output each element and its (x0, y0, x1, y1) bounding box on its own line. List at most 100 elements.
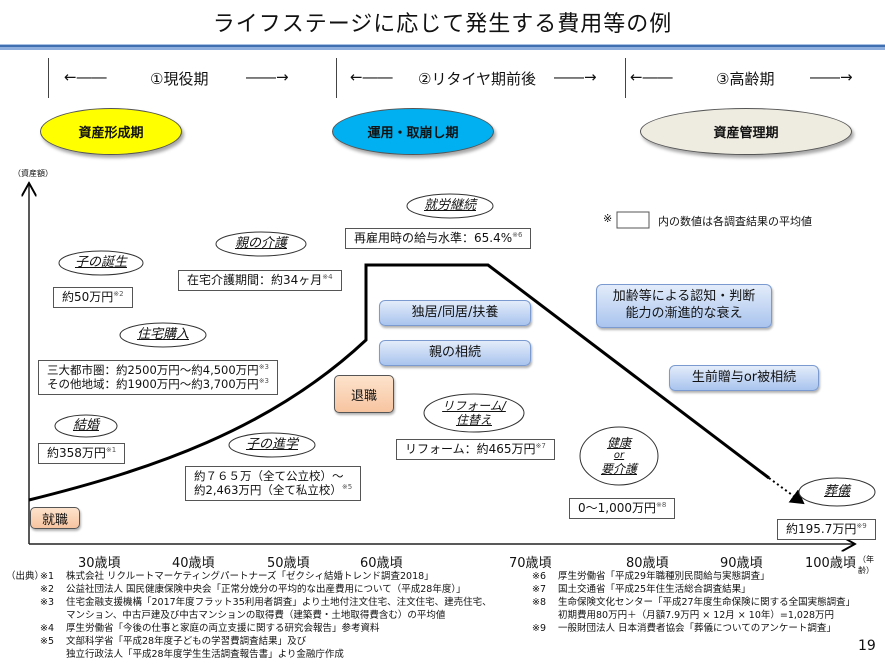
cost-box-care: 在宅介護期間：約34ヶ月※4 (178, 270, 342, 291)
source-text: 文部科学省「平成28年度子どもの学習費調査結果」及び (66, 636, 307, 647)
cost-value: 再雇用時の給与水準：65.4% (354, 231, 513, 245)
cloud-label: 子の進学 (245, 437, 298, 453)
source-entry: マンション、中古戸建及び中古マンションの取得費（建築費・土地取得費含む）の平均値 (40, 609, 492, 622)
cost-value: 約50万円 (62, 290, 114, 304)
footnote-ref: ※8 (656, 501, 667, 509)
footnote-ref: ※5 (341, 483, 353, 492)
source-number: ※2 (40, 584, 55, 595)
cloud-shape-icon (54, 414, 118, 438)
source-number: ※1 (40, 571, 55, 582)
cloud-label: 葬儀 (823, 484, 850, 500)
cloud-label: 健康 (606, 435, 631, 450)
x-tick: 50歳頃 (267, 556, 310, 571)
footnote-ref: ※3 (258, 377, 270, 386)
footnote-ref: ※7 (535, 442, 546, 450)
source-text: 独立行政法人「平成28年度学生生活調査報告書」より金融庁作成 (66, 649, 344, 660)
sources-right: ※6 厚生労働省「平成29年職種別民間給与実態調査」 ※7 国土交通省「平成25年住生… (532, 570, 855, 635)
cloud-label: 就労継続 (423, 198, 476, 214)
phase-divider (48, 58, 49, 98)
cloud-label: 子の誕生 (74, 255, 127, 271)
source-text: 株式会社 リクルートマーケティングパートナーズ「ゼクシィ結婚トレンド調査2018… (66, 571, 434, 582)
legend-note-text: 内の数値は各調査結果の平均値 (658, 215, 812, 228)
life-event-label: 能力の漸進的な衰え (625, 306, 743, 321)
phase-elderly-label: ③高齢期 (716, 70, 775, 88)
life-event-label: 親の相続 (428, 344, 481, 360)
asset-line (28, 263, 770, 502)
phase-retire-arrow-right: ――→ (554, 68, 597, 86)
cloud-child-birth: 子の誕生 (56, 248, 146, 278)
cloud-label: リフォーム/ (442, 398, 506, 413)
sources-left: ※1 株式会社 リクルートマーケティングパートナーズ「ゼクシィ結婚トレンド調査20… (40, 570, 492, 661)
legend-note-prefix: ※ (603, 212, 613, 225)
cloud-shape-icon (579, 426, 659, 486)
life-event-parent-inheritance: 親の相続 (379, 340, 531, 366)
cloud-shape-icon (798, 477, 876, 507)
cost-value: リフォーム：約465万円 (405, 442, 536, 456)
cloud-reform: リフォーム/ 住替え (422, 392, 526, 434)
source-entry: ※7 国土交通省「平成25年住生活総合調査結果」 (532, 583, 855, 596)
stage-ellipse-label: 運用・取崩し期 (367, 126, 459, 141)
cloud-funeral: 葬儀 (797, 475, 877, 509)
cloud-label: 結婚 (72, 418, 99, 434)
phase-retire-arrow-left: ←―― (350, 68, 393, 86)
footnote-ref: ※4 (322, 273, 333, 281)
x-tick: 40歳頃 (172, 556, 215, 571)
phase-divider (625, 58, 626, 98)
cloud-shape-icon (423, 393, 525, 433)
stage-ellipse-label: 資産管理期 (713, 126, 779, 141)
legend-swatch (616, 211, 650, 229)
page-number: 19 (858, 638, 876, 654)
source-text: 生命保険文化センター「平成27年度生命保険に関する全国実態調査」 (558, 597, 856, 608)
cost-value: 約７６５万（全て公立校）～ (194, 469, 344, 483)
cloud-label: 要介護 (600, 462, 637, 476)
milestone-label: 退職 (350, 388, 377, 404)
source-number: ※7 (532, 584, 547, 595)
phase-divider (336, 58, 337, 98)
footnote-ref: ※3 (258, 363, 270, 372)
x-axis-unit: （年齢） (858, 555, 874, 575)
cloud-parent-care: 親の介護 (213, 229, 309, 259)
source-text: マンション、中古戸建及び中古マンションの取得費（建築費・土地取得費含む）の平均値 (66, 610, 446, 621)
cloud-label: 住替え (455, 413, 492, 427)
x-tick: 100歳頃 (805, 556, 856, 571)
stage-ellipse-accumulation: 資産形成期 (40, 108, 182, 155)
footnote-ref: ※1 (105, 446, 117, 454)
cloud-label: or (613, 450, 625, 461)
cost-box-birth: 約50万円※2 (53, 287, 133, 308)
source-number: ※6 (532, 571, 547, 582)
cost-box-work: 再雇用時の給与水準：65.4%※6 (345, 228, 532, 249)
life-event-living-arrangement: 独居/同居/扶養 (379, 300, 531, 326)
footnote-ref: ※9 (856, 522, 867, 530)
stage-ellipse-label: 資産形成期 (78, 126, 144, 141)
cloud-housing: 住宅購入 (117, 320, 209, 350)
cloud-continued-work: 就労継続 (404, 191, 496, 221)
cost-value: 約358万円 (47, 446, 106, 460)
cost-value: 三大都市圏：約2500万円～約4,500万円 (47, 363, 259, 377)
cost-box-housing: 三大都市圏：約2500万円～約4,500万円※3 その他地域：約1900万円～約… (38, 360, 279, 395)
cost-value: 約2,463万円（全て私立校） (194, 483, 342, 498)
stage-ellipse-management: 資産管理期 (640, 108, 852, 155)
cost-box-education: 約７６５万（全て公立校）～ 約2,463万円（全て私立校）※5 (185, 466, 362, 501)
source-text: 国土交通省「平成25年住生活総合調査結果」 (558, 584, 751, 595)
sources-label: （出典） (6, 571, 45, 582)
milestone-label: 就職 (41, 512, 68, 528)
cloud-education: 子の進学 (226, 430, 318, 460)
life-event-cognitive-decline: 加齢等による認知・判断 能力の漸進的な衰え (596, 284, 772, 328)
source-text: 厚生労働省「平成29年職種別民間給与実態調査」 (558, 571, 770, 582)
cost-box-reform: リフォーム：約465万円※7 (396, 439, 555, 460)
source-number: ※8 (532, 597, 547, 608)
phase-retire-label: ②リタイヤ期前後 (418, 70, 536, 88)
cost-box-health: 0～1,000万円※8 (569, 498, 676, 519)
x-tick: 80歳頃 (626, 556, 669, 571)
source-number: ※9 (532, 623, 547, 634)
source-entry: ※1 株式会社 リクルートマーケティングパートナーズ「ゼクシィ結婚トレンド調査20… (40, 570, 492, 583)
phase-active-arrow-left: ←―― (64, 68, 107, 86)
phase-elderly-arrow-right: ――→ (810, 68, 853, 86)
cloud-shape-icon (215, 231, 307, 257)
footnote-ref: ※2 (113, 290, 124, 298)
cloud-label: 住宅購入 (136, 327, 189, 343)
